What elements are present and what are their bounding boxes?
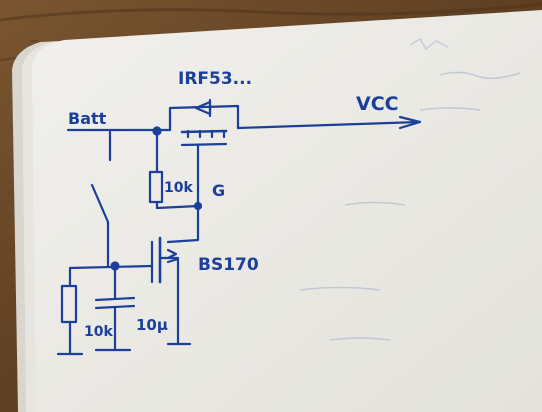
label-gate: G <box>212 181 225 200</box>
label-capacitor: 10µ <box>136 316 168 334</box>
label-bs170: BS170 <box>198 255 259 275</box>
label-irf: IRF53... <box>178 69 252 89</box>
schematic-ink <box>56 98 422 356</box>
label-resistor-top: 10k <box>164 180 193 196</box>
label-batt: Batt <box>68 109 107 128</box>
vcc-rail-wire <box>236 120 422 130</box>
vcc-arrow <box>398 115 422 130</box>
label-vcc: VCC <box>356 93 399 115</box>
label-resistor-bottom: 10k <box>84 324 113 340</box>
bleed-through-marks <box>299 37 521 341</box>
notebook-page <box>32 10 542 412</box>
